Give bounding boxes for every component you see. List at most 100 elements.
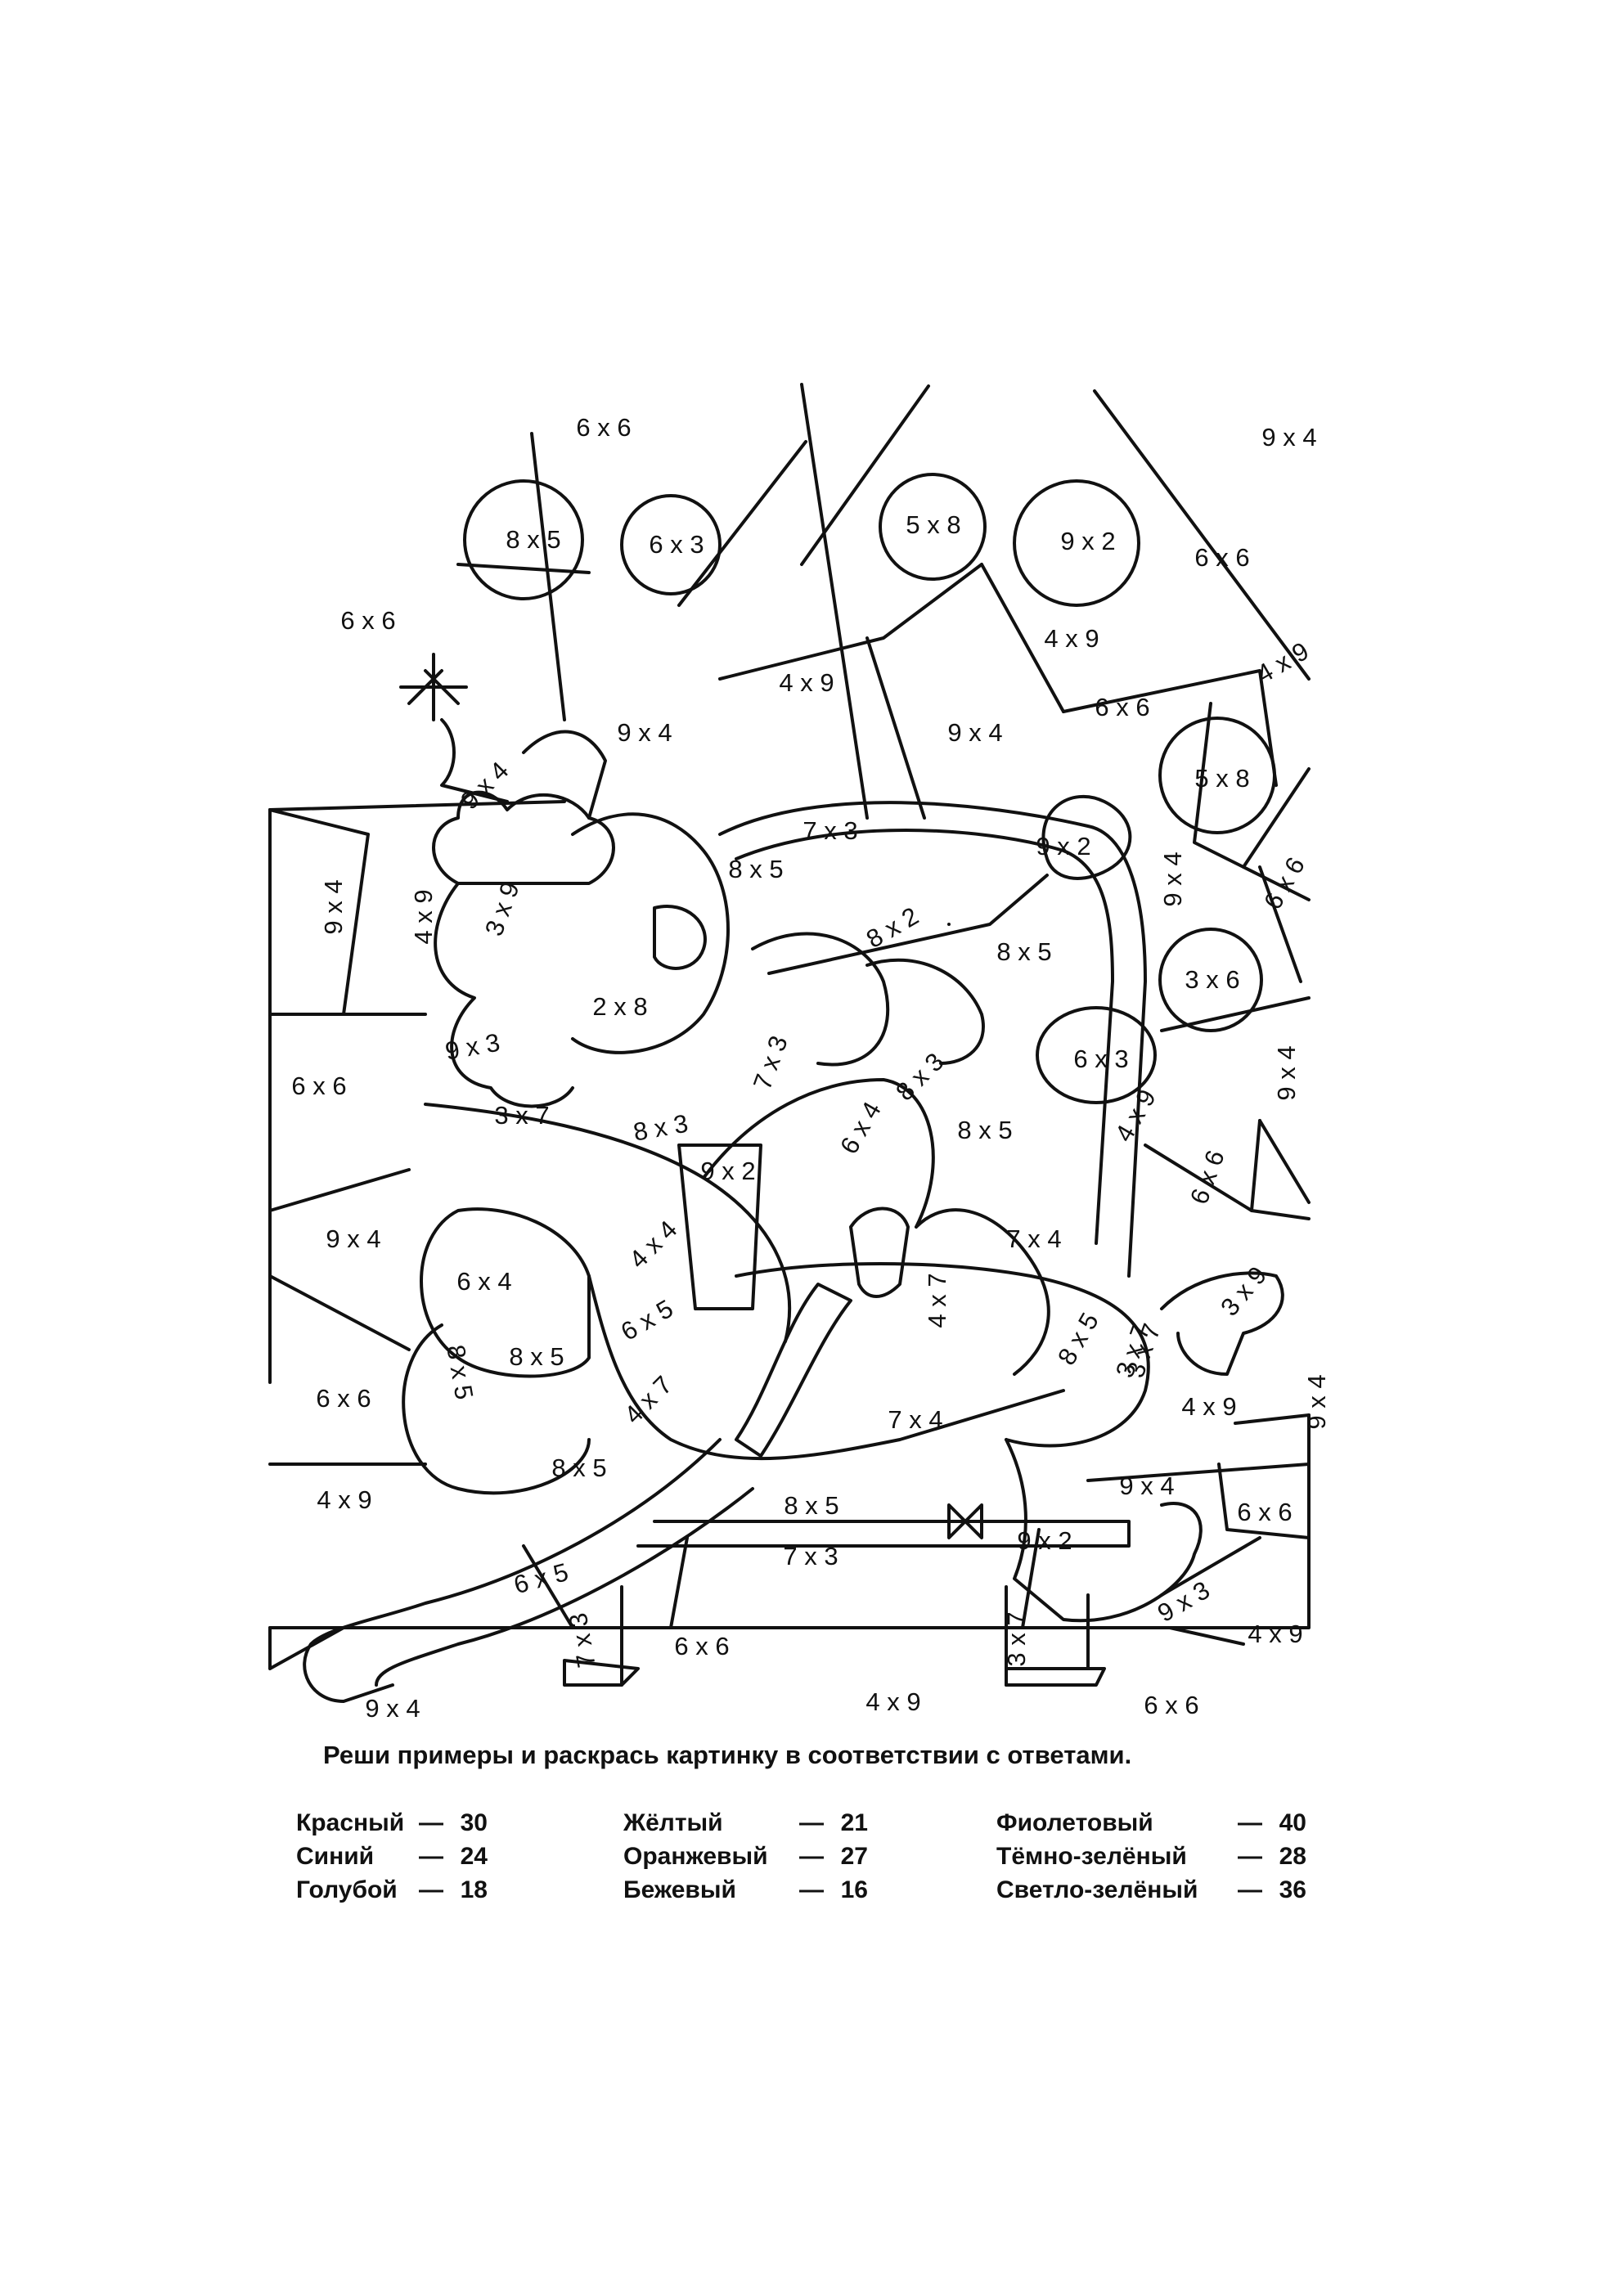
puzzle-label: 6 x 6 bbox=[1095, 693, 1149, 721]
puzzle-label: 7 x 4 bbox=[1006, 1224, 1061, 1253]
legend-item: Оранжевый — 27 bbox=[623, 1840, 868, 1873]
puzzle-label: 8 x 5 bbox=[728, 855, 783, 883]
puzzle-label: 8 x 3 bbox=[631, 1109, 690, 1147]
legend-dash: — bbox=[799, 1808, 824, 1836]
legend-item: Светло-зелёный — 36 bbox=[996, 1873, 1306, 1907]
puzzle-label: 4 x 4 bbox=[623, 1215, 682, 1274]
legend-value: 28 bbox=[1279, 1842, 1306, 1870]
puzzle-label: 8 x 5 bbox=[996, 937, 1051, 966]
puzzle-label: 4 x 9 bbox=[1248, 1620, 1302, 1648]
legend-column-1: Красный — 30 Синий — 24 Голубой — 18 bbox=[296, 1806, 488, 1907]
legend-color-name: Фиолетовый bbox=[996, 1808, 1153, 1836]
puzzle-label: 6 x 6 bbox=[1144, 1691, 1198, 1719]
legend-dash: — bbox=[799, 1876, 824, 1903]
legend-value: 24 bbox=[460, 1842, 488, 1870]
puzzle-label: 9 x 4 bbox=[617, 718, 672, 747]
puzzle-label: 9 x 4 bbox=[319, 879, 348, 934]
legend-item: Голубой — 18 bbox=[296, 1873, 488, 1907]
puzzle-label: 7 x 3 bbox=[783, 1542, 838, 1570]
legend-item: Фиолетовый — 40 bbox=[996, 1806, 1306, 1840]
puzzle-label: 8 x 5 bbox=[509, 1342, 564, 1371]
puzzle-label: 8 x 5 bbox=[506, 525, 560, 554]
puzzle-label: 3 x 6 bbox=[1185, 965, 1239, 994]
puzzle-label: 8 x 5 bbox=[957, 1116, 1012, 1144]
legend-color-name: Красный bbox=[296, 1808, 405, 1836]
puzzle-label: 9 x 4 bbox=[1272, 1045, 1301, 1100]
puzzle-label: 4 x 9 bbox=[1109, 1085, 1162, 1147]
puzzle-label: 5 x 8 bbox=[1194, 764, 1249, 793]
puzzle-label: 3 x 9 bbox=[479, 878, 525, 940]
legend-item: Красный — 30 bbox=[296, 1806, 488, 1840]
puzzle-label: 4 x 9 bbox=[317, 1485, 371, 1514]
puzzle-label: 4 x 9 bbox=[865, 1687, 920, 1716]
legend-color-name: Жёлтый bbox=[623, 1808, 723, 1836]
legend-value: 30 bbox=[460, 1808, 488, 1836]
puzzle-label: 4 x 9 bbox=[779, 668, 834, 697]
puzzle-label: 6 x 6 bbox=[576, 413, 631, 442]
legend-value: 40 bbox=[1279, 1808, 1306, 1836]
puzzle-label: 4 x 9 bbox=[1044, 624, 1099, 653]
puzzle-label: 4 x 7 bbox=[923, 1273, 951, 1328]
puzzle-label: 6 x 6 bbox=[1237, 1498, 1292, 1526]
legend-item: Жёлтый — 21 bbox=[623, 1806, 868, 1840]
puzzle-label: 7 x 4 bbox=[888, 1405, 942, 1434]
puzzle-label: 8 x 5 bbox=[441, 1342, 479, 1401]
region-lines bbox=[268, 383, 1311, 1703]
puzzle-label: 6 x 6 bbox=[674, 1632, 729, 1660]
puzzle-label: 9 x 2 bbox=[700, 1157, 755, 1185]
legend-item: Синий — 24 bbox=[296, 1840, 488, 1873]
puzzle-label: 6 x 4 bbox=[456, 1267, 511, 1296]
puzzle-label: 3 x 7 bbox=[1002, 1611, 1031, 1666]
puzzle-label: 7 x 3 bbox=[803, 816, 857, 845]
puzzle-label: 8 x 3 bbox=[890, 1047, 949, 1106]
puzzle-label: 6 x 6 bbox=[1194, 543, 1249, 572]
puzzle-label: 2 x 8 bbox=[592, 992, 647, 1021]
puzzle-label: 9 x 4 bbox=[326, 1224, 380, 1253]
puzzle-label: 6 x 5 bbox=[616, 1294, 678, 1346]
puzzle-label: 6 x 5 bbox=[510, 1557, 571, 1599]
legend-color-name: Синий bbox=[296, 1842, 375, 1870]
puzzle-label: 6 x 6 bbox=[316, 1384, 371, 1413]
puzzle-label: 8 x 5 bbox=[784, 1491, 838, 1520]
puzzle-label: 6 x 6 bbox=[291, 1072, 346, 1100]
puzzle-label: 6 x 6 bbox=[340, 606, 395, 635]
legend-dash: — bbox=[419, 1842, 443, 1870]
legend-item: Бежевый — 16 bbox=[623, 1873, 868, 1907]
legend-dash: — bbox=[1238, 1808, 1262, 1836]
puzzle-label: 9 x 2 bbox=[1036, 832, 1090, 860]
puzzle-label: 6 x 3 bbox=[1073, 1045, 1128, 1073]
legend-value: 27 bbox=[840, 1842, 868, 1870]
legend-value: 16 bbox=[840, 1876, 868, 1903]
legend-dash: — bbox=[419, 1808, 443, 1836]
legend-value: 18 bbox=[460, 1876, 488, 1903]
puzzle-label: 9 x 4 bbox=[1158, 851, 1187, 906]
legend-dash: — bbox=[799, 1842, 824, 1870]
legend-column-3: Фиолетовый — 40 Тёмно-зелёный — 28 Светл… bbox=[996, 1806, 1306, 1907]
legend-value: 36 bbox=[1279, 1876, 1306, 1903]
puzzle-label: 9 x 4 bbox=[1261, 423, 1316, 452]
legend-value: 21 bbox=[840, 1808, 868, 1836]
legend-color-name: Оранжевый bbox=[623, 1842, 768, 1870]
puzzle-label: 8 x 5 bbox=[551, 1454, 606, 1482]
puzzle-label: 4 x 9 bbox=[409, 889, 438, 944]
puzzle-label: 9 x 4 bbox=[1119, 1472, 1174, 1500]
puzzle-label: 6 x 4 bbox=[834, 1097, 887, 1159]
legend-color-name: Голубой bbox=[296, 1876, 398, 1903]
puzzle-label: 8 x 5 bbox=[1052, 1308, 1104, 1370]
puzzle-label: 9 x 2 bbox=[1017, 1526, 1072, 1555]
puzzle-label: 9 x 4 bbox=[365, 1694, 420, 1723]
legend-color-name: Тёмно-зелёный bbox=[996, 1842, 1187, 1870]
legend-dash: — bbox=[1238, 1842, 1262, 1870]
puzzle-label: 3 x 9 bbox=[1215, 1261, 1272, 1322]
puzzle-label: 9 x 4 bbox=[1302, 1374, 1331, 1429]
puzzle-label: 6 x 6 bbox=[1185, 1147, 1230, 1208]
puzzle-label: 9 x 2 bbox=[1060, 527, 1115, 555]
instruction-text: Реши примеры и раскрась картинку в соотв… bbox=[323, 1741, 1132, 1769]
legend-dash: — bbox=[1238, 1876, 1262, 1903]
puzzle-labels: 6 x 6 9 x 4 8 x 5 6 x 3 5 x 8 9 x 2 6 x … bbox=[291, 413, 1331, 1723]
puzzle-label: 6 x 3 bbox=[649, 530, 704, 559]
puzzle-label: 3 x 7 bbox=[494, 1101, 549, 1130]
puzzle-label: 9 x 4 bbox=[947, 718, 1002, 747]
legend-color-name: Светло-зелёный bbox=[996, 1876, 1198, 1903]
